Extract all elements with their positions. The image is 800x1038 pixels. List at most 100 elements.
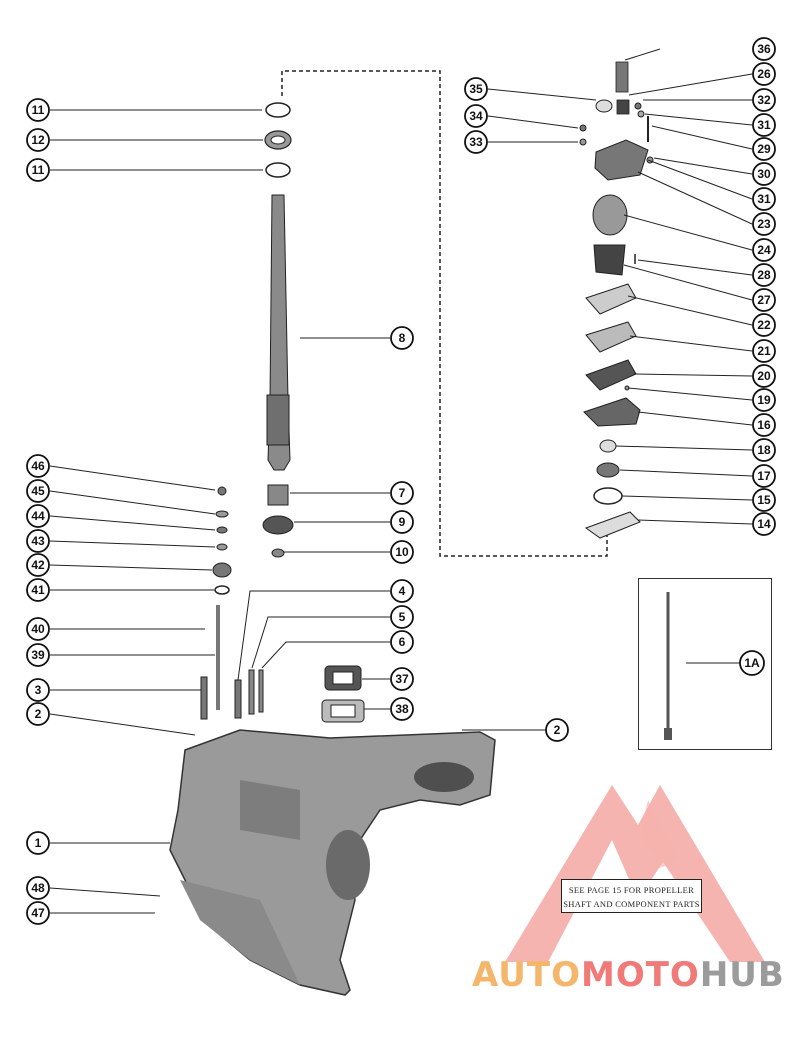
callout-circle-left-2 <box>26 158 50 182</box>
callout-circle-left-13 <box>26 702 50 726</box>
callout-label-right-8: 30 <box>757 167 771 181</box>
callout-circle-center-2 <box>390 540 414 564</box>
note-line-1: SEE PAGE 15 FOR PROPELLER <box>568 885 695 895</box>
callout-circle-left-4 <box>26 454 50 478</box>
callout-label-left-12: 3 <box>35 683 42 697</box>
callout-circle-right-19 <box>752 438 776 462</box>
watermark-part-2: MOTO <box>580 955 700 995</box>
callout-label-right-15: 21 <box>757 344 771 358</box>
callout-circle-right-1 <box>752 62 776 86</box>
leader-lines <box>49 48 753 914</box>
callout-label-right-17: 19 <box>757 393 771 407</box>
callout-label-right-16: 20 <box>757 369 771 383</box>
callout-circle-right-16 <box>752 364 776 388</box>
callout-label-left-3: 8 <box>399 331 406 345</box>
callout-bubbles: 1112118464544434241403932148477910456373… <box>26 37 776 925</box>
callout-circle-right-5 <box>752 113 776 137</box>
callout-label-left-15: 48 <box>31 881 45 895</box>
callout-label-left-11: 39 <box>31 648 45 662</box>
callout-circle-left-10 <box>26 617 50 641</box>
callout-label-right-2: 35 <box>469 82 483 96</box>
callout-circle-center-3 <box>390 579 414 603</box>
callout-circle-left-1 <box>26 128 50 152</box>
callout-circle-center-4 <box>390 605 414 629</box>
callout-label-center-2: 10 <box>395 545 409 559</box>
gear-housing <box>169 729 496 996</box>
callout-label-left-0: 11 <box>32 103 45 117</box>
callout-label-center-7: 38 <box>395 702 409 716</box>
callout-circle-center-1 <box>390 510 414 534</box>
callout-circle-center-8 <box>545 718 569 742</box>
callout-label-right-18: 16 <box>757 418 771 432</box>
callout-circle-right-15 <box>752 339 776 363</box>
callout-circle-left-15 <box>26 876 50 900</box>
callout-circle-center-0 <box>390 481 414 505</box>
callout-label-center-6: 37 <box>395 672 409 686</box>
callout-label-center-0: 7 <box>399 486 406 500</box>
callout-label-right-5: 31 <box>757 118 771 132</box>
callout-label-right-6: 33 <box>469 135 483 149</box>
callout-circle-right-20 <box>752 464 776 488</box>
callout-circle-left-7 <box>26 529 50 553</box>
callout-circle-center-7 <box>390 697 414 721</box>
callout-circle-right-22 <box>752 512 776 536</box>
callout-circle-right-12 <box>752 263 776 287</box>
callout-label-right-9: 31 <box>757 192 771 206</box>
callout-circle-right-9 <box>752 187 776 211</box>
callout-label-right-1: 26 <box>757 67 771 81</box>
watermark-text: AUTOMOTOHUB <box>472 955 800 995</box>
callout-label-center-3: 4 <box>399 584 406 598</box>
callout-circle-left-3 <box>390 326 414 350</box>
left-parts <box>200 102 365 723</box>
callout-label-left-2: 11 <box>32 163 45 177</box>
callout-circle-right-13 <box>752 288 776 312</box>
callout-circle-right-4 <box>464 104 488 128</box>
callout-circle-right-6 <box>464 130 488 154</box>
watermark-logo-triangles <box>505 785 765 962</box>
callout-label-center-5: 6 <box>399 635 406 649</box>
callout-label-left-8: 42 <box>31 558 45 572</box>
callout-label-left-6: 44 <box>31 509 45 523</box>
inset-rod <box>664 592 672 740</box>
callout-circle-right-2 <box>464 77 488 101</box>
callout-label-left-7: 43 <box>31 534 45 548</box>
callout-label-right-21: 15 <box>757 493 771 507</box>
callout-label-right-19: 18 <box>757 443 771 457</box>
callout-circle-left-14 <box>26 831 50 855</box>
callout-label-right-0: 36 <box>757 42 771 56</box>
dashed-connector <box>281 70 608 557</box>
callout-label-left-5: 45 <box>31 484 45 498</box>
right-parts <box>579 61 654 539</box>
callout-circle-left-8 <box>26 553 50 577</box>
callout-label-right-14: 22 <box>757 318 771 332</box>
callout-label-left-13: 2 <box>35 707 42 721</box>
callout-label-right-11: 24 <box>757 243 771 257</box>
callout-label-inset-0: 1A <box>744 656 760 670</box>
callout-label-left-14: 1 <box>35 836 42 850</box>
callout-label-center-1: 9 <box>399 515 406 529</box>
callout-label-right-20: 17 <box>757 469 771 483</box>
callout-circle-center-6 <box>390 667 414 691</box>
callout-circle-right-10 <box>752 212 776 236</box>
callout-label-center-8: 2 <box>554 723 561 737</box>
callout-label-right-7: 29 <box>757 142 771 156</box>
callout-circle-left-16 <box>26 901 50 925</box>
callout-circle-right-14 <box>752 313 776 337</box>
callout-circle-right-11 <box>752 238 776 262</box>
callout-label-right-12: 28 <box>757 268 771 282</box>
note-line-2: SHAFT AND COMPONENT PARTS <box>563 899 700 909</box>
callout-circle-right-21 <box>752 488 776 512</box>
callout-circle-left-0 <box>26 98 50 122</box>
callout-label-right-3: 32 <box>757 93 771 107</box>
callout-circle-right-0 <box>752 37 776 61</box>
callout-label-left-4: 46 <box>31 459 45 473</box>
callout-circle-left-11 <box>26 643 50 667</box>
inset-frame <box>638 578 772 750</box>
callout-label-right-4: 34 <box>469 109 483 123</box>
callout-circle-left-6 <box>26 504 50 528</box>
callout-label-right-13: 27 <box>757 293 771 307</box>
callout-label-left-1: 12 <box>31 133 45 147</box>
callout-label-left-9: 41 <box>31 583 45 597</box>
callout-label-center-4: 5 <box>399 610 406 624</box>
